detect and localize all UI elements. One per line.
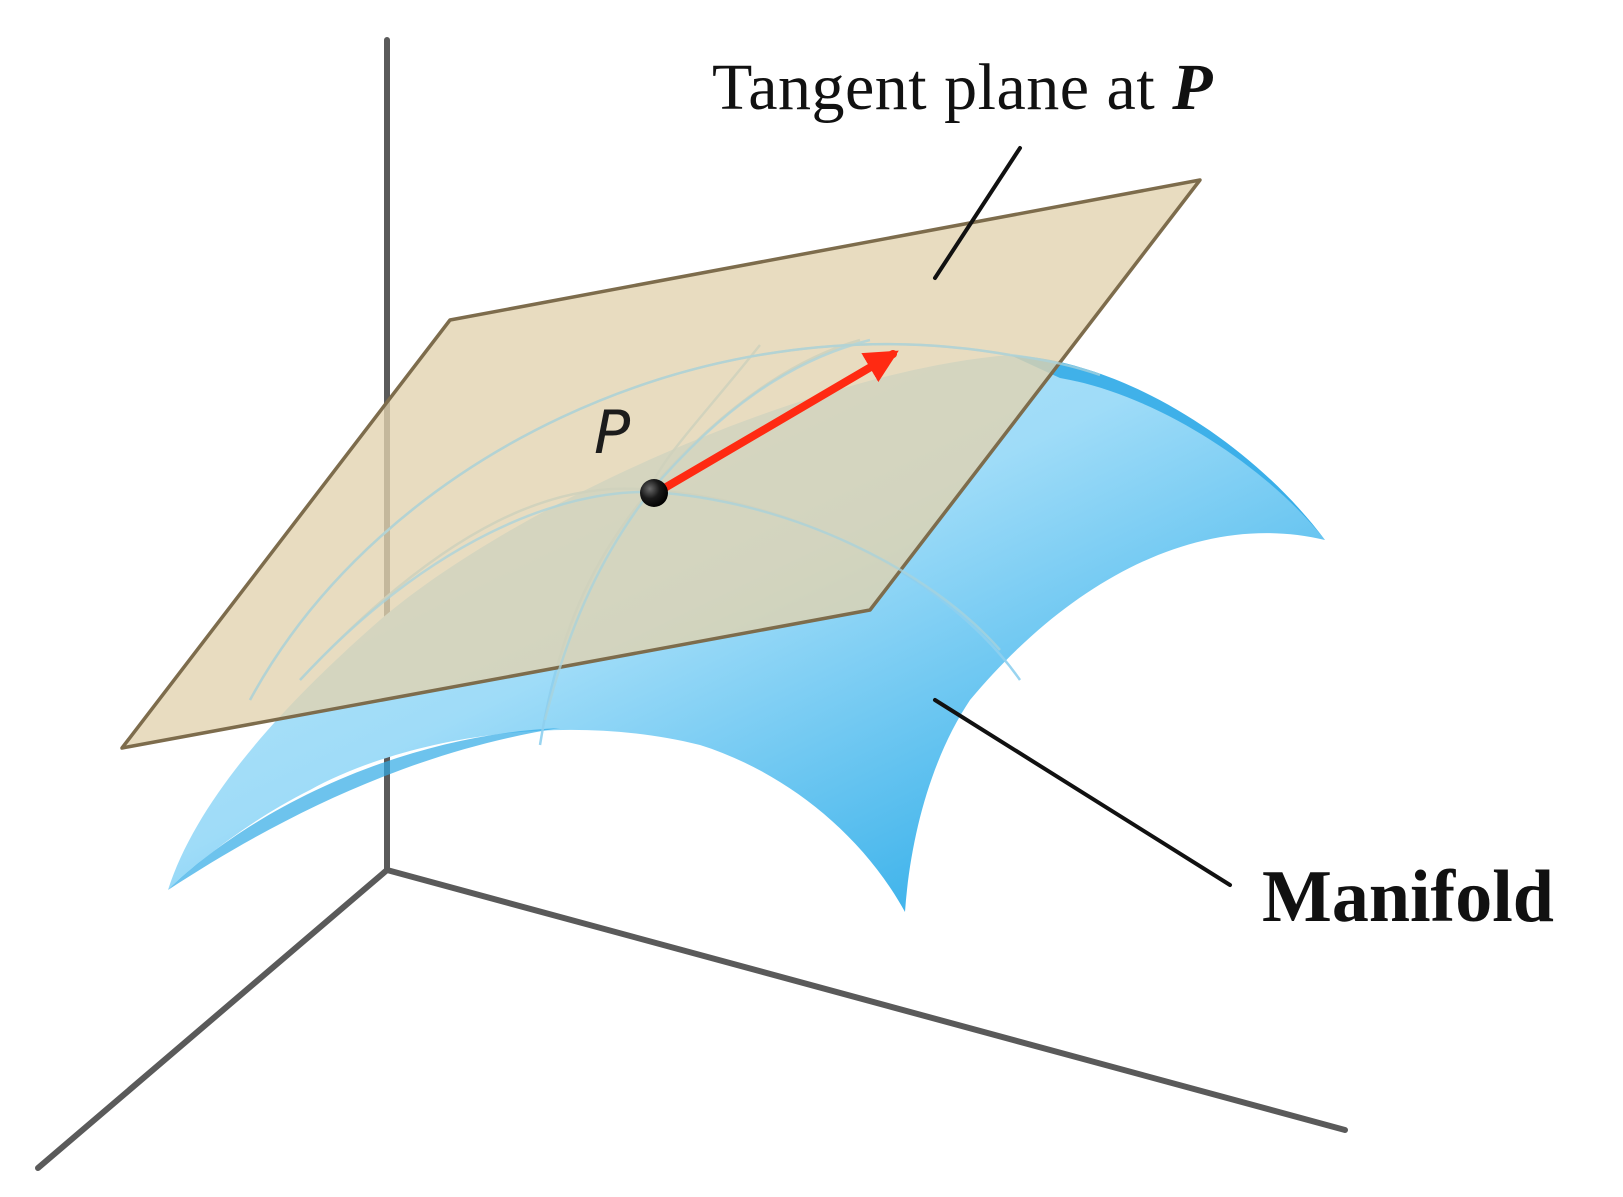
depth-axis [35,867,390,1171]
tangent-plane-label: Tangent plane at P [712,50,1213,126]
horizontal-axis [384,867,1348,1133]
point-p-dot [640,479,668,507]
tangent-plane-surface [120,178,1202,750]
tangent-vector-arrow [652,350,899,497]
leader-lines [933,146,1232,887]
tangent-plane-label-prefix: Tangent plane at [712,51,1173,124]
plane-overlay-curve-1 [248,342,1101,701]
manifold-label: Manifold [1262,856,1554,938]
point-p-label: P [594,398,631,468]
tangent-plane-leader [933,146,1022,280]
tangent-plane-label-symbol: P [1172,51,1214,124]
manifold-leader [933,698,1232,887]
